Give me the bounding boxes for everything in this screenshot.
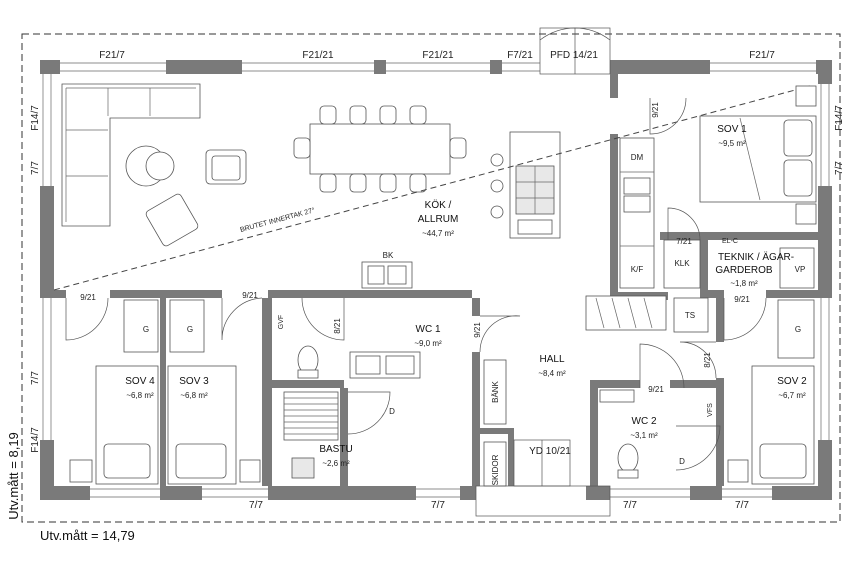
- vp-label: VP: [795, 265, 806, 274]
- ts-label: TS: [685, 311, 695, 320]
- door-label: 9/21: [80, 293, 96, 302]
- window-label: YD 10/21: [529, 446, 571, 457]
- coffee-table: [125, 145, 175, 187]
- window-label: 7/7: [735, 500, 749, 511]
- room-name-wc1: WC 1: [416, 324, 441, 335]
- entrance-door: [475, 439, 611, 517]
- bank-label: BÄNK: [491, 380, 500, 402]
- window-label: 7/7: [249, 500, 263, 511]
- room-name-sov3: SOV 3: [179, 376, 209, 387]
- door-label: 9/21: [242, 291, 258, 300]
- wardrobe-label: G: [187, 325, 193, 334]
- roof-break-line: [53, 85, 811, 291]
- window-label: PFD 14/21: [550, 50, 598, 61]
- klk-label: KLK: [674, 259, 690, 268]
- room-name-teknik: GARDEROB: [715, 265, 773, 276]
- wardrobe-label: G: [143, 325, 149, 334]
- window-label: F21/21: [422, 50, 454, 61]
- window-label: 7/7: [30, 161, 41, 175]
- door-label: 8/21: [333, 318, 342, 334]
- door-label: 9/21: [473, 322, 482, 338]
- room-area-wc2: ~3,1 m²: [630, 431, 658, 440]
- sofa: [61, 83, 201, 227]
- room-name-sov4: SOV 4: [125, 376, 155, 387]
- double-bed: [699, 85, 817, 225]
- gvf-label: GVF: [278, 315, 285, 329]
- room-area-kok: ~44,7 m²: [422, 229, 454, 238]
- kitchen-counter: [619, 137, 655, 289]
- room-name-teknik: TEKNIK / ÄGAR-: [718, 251, 794, 263]
- room-name-wc2: WC 2: [632, 416, 657, 427]
- window-label: F14/7: [834, 105, 845, 131]
- window-label: F7/21: [507, 50, 533, 61]
- wardrobe: [123, 299, 205, 353]
- sauna-bench: [283, 391, 339, 479]
- depth-dimension: Utv.mått = 8,19: [6, 432, 21, 520]
- door-label: 8/21: [703, 352, 712, 368]
- bench: [483, 359, 507, 425]
- room-area-sov2: ~6,7 m²: [778, 391, 806, 400]
- room-name-kok: ALLRUM: [418, 214, 459, 225]
- room-name-sov1: SOV 1: [717, 124, 747, 135]
- door-label: 9/21: [651, 102, 660, 118]
- room-name-kok: KÖK /: [425, 199, 452, 211]
- width-dimension: Utv.mått = 14,79: [40, 528, 135, 543]
- sov2-furniture: [727, 299, 815, 485]
- wc1-fixtures: [297, 345, 421, 379]
- exterior-walls: [40, 60, 832, 500]
- vp-unit: [779, 247, 815, 289]
- vfs-label: VFS: [707, 403, 714, 417]
- room-name-hall: HALL: [539, 354, 564, 365]
- armchair: [145, 193, 199, 247]
- room-name-bastu: BASTU: [319, 444, 352, 455]
- window-label: F21/7: [99, 50, 125, 61]
- wardrobe-rack: [585, 295, 709, 333]
- dimension-frame: [21, 33, 841, 523]
- window-label: 7/7: [30, 371, 41, 385]
- room-area-wc1: ~9,0 m²: [414, 339, 442, 348]
- door-d-label: D: [679, 457, 685, 466]
- dining-table: [293, 105, 467, 193]
- skidor-label: SKIDOR: [491, 454, 500, 485]
- window-label: F21/7: [749, 50, 775, 61]
- window-label: 7/7: [431, 500, 445, 511]
- room-area-sov1: ~9,5 m²: [718, 139, 746, 148]
- window-label: F14/7: [30, 427, 41, 453]
- patio-door: [539, 27, 611, 75]
- door-swings: [65, 97, 767, 471]
- klk-cabinet: [663, 239, 701, 289]
- dm-label: DM: [631, 153, 644, 162]
- el-c-label: EL-C: [722, 238, 738, 245]
- kf-label: K/F: [631, 265, 644, 274]
- room-name-sov2: SOV 2: [777, 376, 807, 387]
- window-glazing: [42, 62, 830, 498]
- window-label: F21/21: [302, 50, 334, 61]
- kitchen-island: [490, 131, 561, 239]
- room-area-sov3: ~6,8 m²: [180, 391, 208, 400]
- room-area-teknik: ~1,8 m²: [730, 279, 758, 288]
- wc2-fixtures: [599, 389, 639, 479]
- single-bed: [69, 365, 261, 485]
- door-label: 7/21: [676, 237, 692, 246]
- wardrobe-label: G: [795, 325, 801, 334]
- room-area-sov4: ~6,8 m²: [126, 391, 154, 400]
- sink-bk: [361, 261, 413, 289]
- armchair: [205, 149, 247, 185]
- window-label: 7/7: [623, 500, 637, 511]
- door-d-label: D: [389, 407, 395, 416]
- window-label: F14/7: [30, 105, 41, 131]
- room-area-bastu: ~2,6 m²: [322, 459, 350, 468]
- door-label: 9/21: [648, 385, 664, 394]
- door-label: 9/21: [734, 295, 750, 304]
- room-area-hall: ~8,4 m²: [538, 369, 566, 378]
- bk-label: BK: [383, 251, 394, 260]
- window-label: 7/7: [834, 161, 845, 175]
